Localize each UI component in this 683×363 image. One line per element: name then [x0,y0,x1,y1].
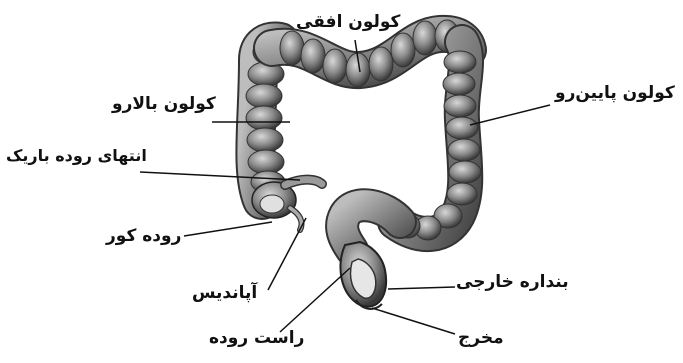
appendix-shape [290,208,302,230]
label-ascending-colon: کولون بالارو [112,96,216,113]
label-cecum: روده کور [106,228,181,245]
label-transverse-colon: کولون افقی [296,14,400,31]
leader-appendix [268,218,306,290]
label-small-intestine-end: انتهای روده باریک [6,148,147,164]
label-anus: مخرج [458,330,504,347]
label-appendix: آپاندیس [192,285,257,302]
leader-descending [470,105,550,125]
leader-cecum [184,222,272,236]
label-external-sphincter: بنداره خارجی [456,274,569,291]
leader-anus [372,308,455,334]
cecum-shape [252,180,322,218]
leader-rectum [280,268,350,332]
label-rectum: راست روده [209,330,304,347]
rectum-shape [340,205,400,309]
leader-sphincter [388,287,455,289]
label-descending-colon: کولون پایین‌رو [555,85,675,102]
